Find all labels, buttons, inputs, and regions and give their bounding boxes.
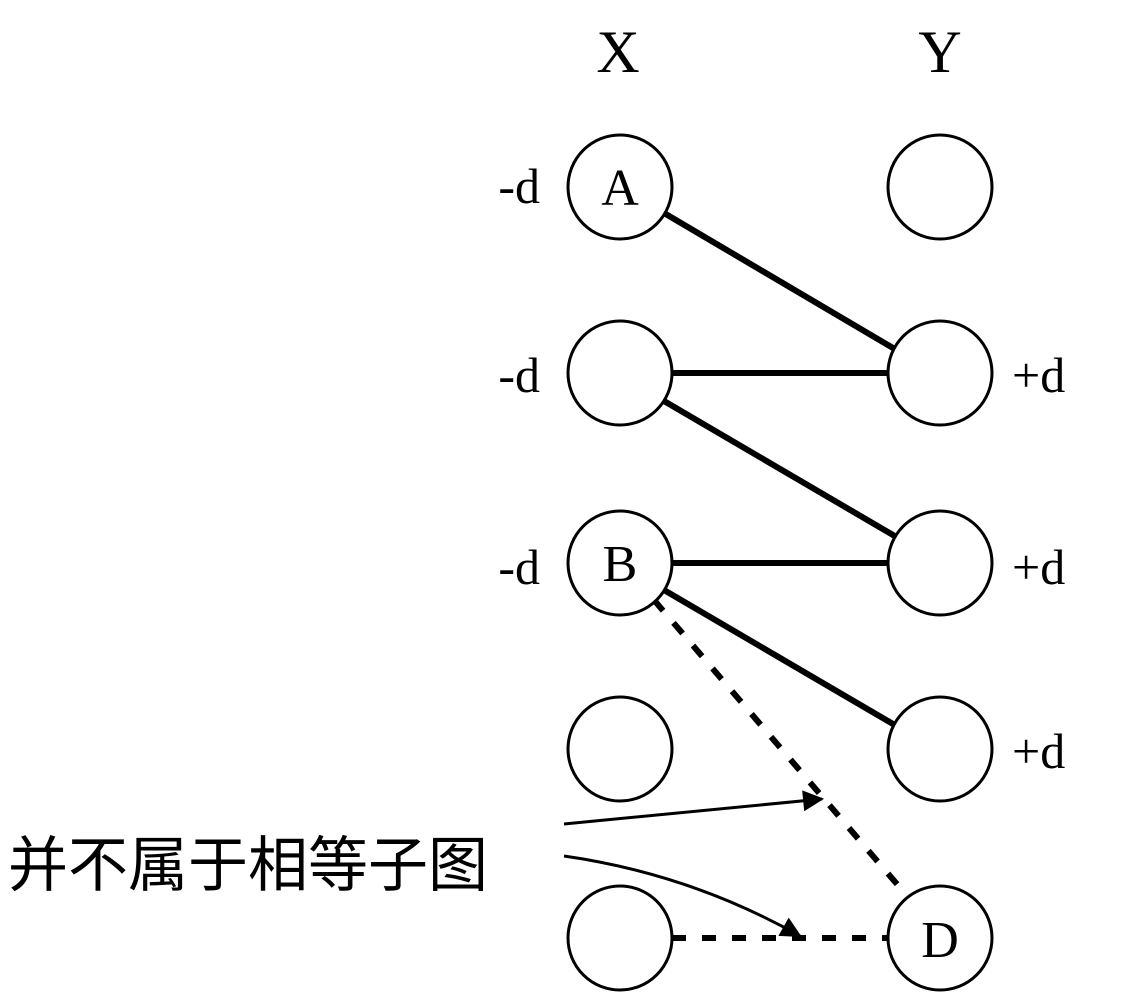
weight-label-a: -d (498, 158, 540, 214)
node-a (566, 133, 674, 241)
edge-b-y4 (661, 587, 896, 727)
node-y1 (886, 133, 994, 241)
node-a-label: A (601, 160, 639, 217)
node-b (566, 509, 674, 617)
annotation-arrow-lower (563, 854, 802, 938)
node-y4 (886, 695, 994, 803)
weight-label-y2: +d (1012, 347, 1065, 403)
weight-label-x2: -d (498, 347, 540, 403)
edge-x2-y3 (661, 398, 896, 538)
node-x2 (566, 319, 674, 427)
node-y3 (886, 509, 994, 617)
node-x4 (566, 695, 674, 803)
weight-label-y3: +d (1012, 539, 1065, 595)
dashed-edge-b-d (651, 598, 911, 899)
node-b-label: B (603, 536, 638, 593)
node-d (886, 884, 994, 992)
annotation-arrow-upper (563, 790, 825, 826)
node-y2 (886, 319, 994, 427)
column-header-x: X (596, 19, 639, 85)
annotation-label: 并不属于相等子图 (8, 833, 488, 899)
weight-label-y4: +d (1012, 723, 1065, 779)
edge-a-y2 (661, 210, 896, 351)
weight-label-b: -d (498, 539, 540, 595)
node-x5 (566, 884, 674, 992)
column-header-y: Y (918, 19, 961, 85)
node-d-label: D (921, 912, 959, 969)
